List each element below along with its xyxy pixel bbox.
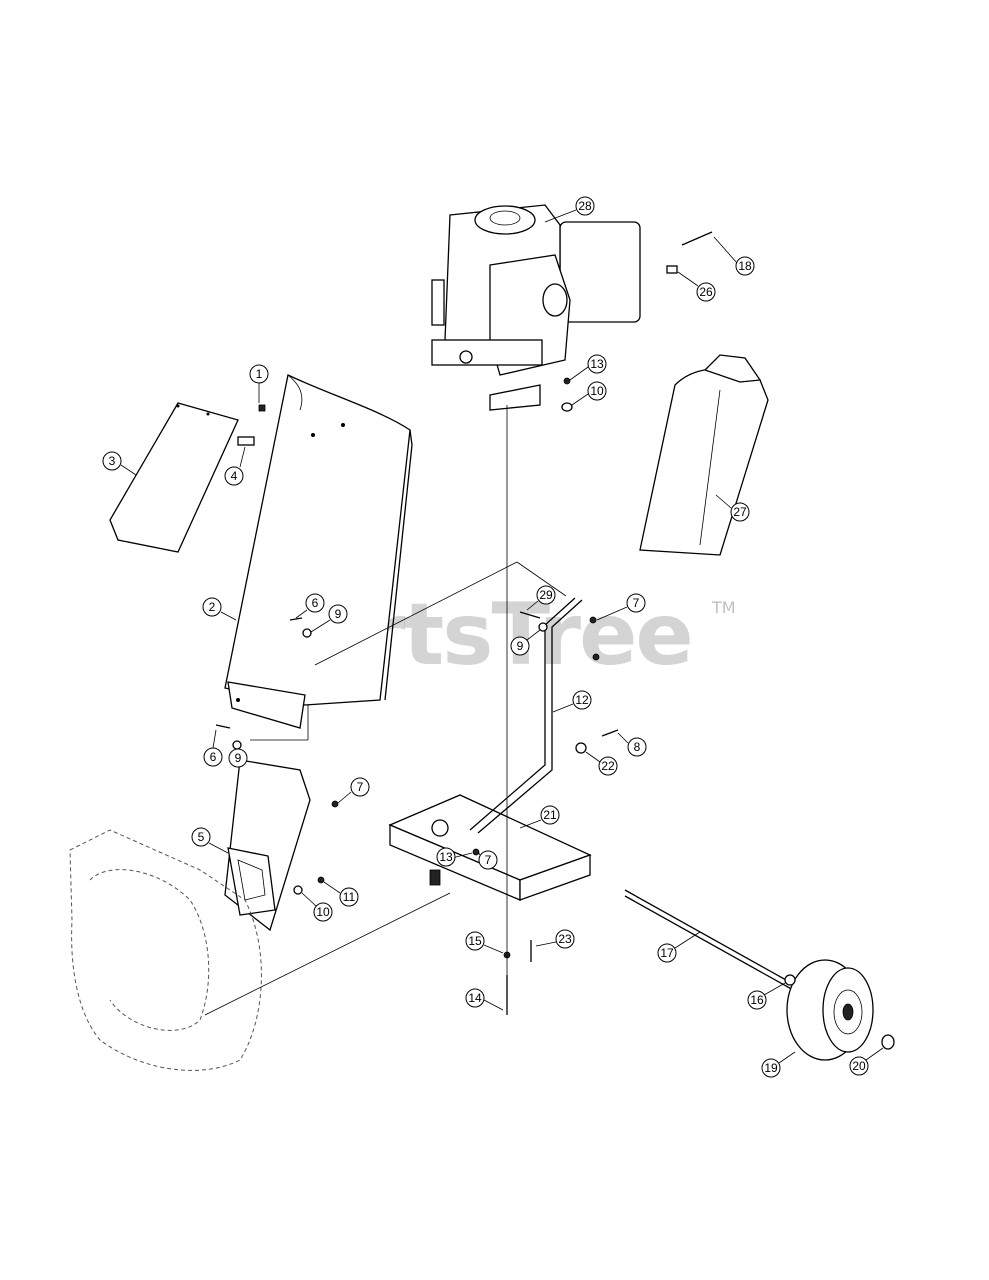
wheel	[786, 959, 874, 1061]
callout-12: 12	[552, 690, 592, 713]
callout-21: 21	[519, 805, 560, 829]
callout-10-lower: 10	[301, 892, 333, 922]
svg-text:12: 12	[575, 693, 589, 707]
svg-text:3: 3	[109, 454, 116, 468]
callout-7-chute: 7	[337, 777, 370, 804]
svg-text:26: 26	[699, 285, 713, 299]
svg-text:17: 17	[660, 946, 674, 960]
callout-6-lower: 6	[203, 729, 223, 767]
chipper-housing	[69, 829, 262, 1071]
svg-text:11: 11	[343, 890, 356, 904]
trademark-symbol: TM	[712, 598, 736, 617]
callout-26: 26	[677, 271, 716, 302]
svg-text:9: 9	[517, 639, 524, 653]
callout-13-base: 13	[436, 847, 473, 867]
callout-16: 16	[747, 982, 786, 1010]
callout-22: 22	[585, 751, 618, 776]
callout-23: 23	[535, 929, 575, 949]
svg-text:22: 22	[601, 759, 615, 773]
callout-4: 4	[224, 446, 246, 486]
svg-text:4: 4	[231, 469, 238, 483]
callout-8: 8	[617, 732, 647, 757]
svg-text:9: 9	[335, 607, 342, 621]
svg-text:9: 9	[235, 751, 242, 765]
callout-28: 28	[544, 196, 595, 223]
callout-1: 1	[249, 364, 269, 403]
hardware	[215, 231, 796, 1015]
chute-flap	[109, 402, 239, 553]
svg-text:10: 10	[316, 905, 330, 919]
svg-text:16: 16	[750, 993, 764, 1007]
callouts: 1 2 3 4 5 6 6 7 7 7 8 9 9 9 10 10 11 12 …	[102, 196, 884, 1078]
hopper	[639, 354, 769, 556]
svg-text:14: 14	[468, 991, 482, 1005]
callout-9-leg: 9	[510, 629, 541, 656]
svg-text:19: 19	[764, 1061, 778, 1075]
svg-text:13: 13	[590, 357, 604, 371]
svg-text:20: 20	[852, 1059, 866, 1073]
svg-text:2: 2	[209, 600, 216, 614]
callout-17: 17	[657, 931, 701, 963]
svg-text:5: 5	[198, 830, 205, 844]
callout-7-leg: 7	[596, 593, 646, 621]
callout-20: 20	[849, 1047, 884, 1076]
svg-text:29: 29	[539, 588, 553, 602]
callout-6-upper: 6	[295, 593, 325, 619]
lower-chute	[224, 759, 311, 932]
svg-text:28: 28	[578, 199, 592, 213]
chute	[224, 374, 413, 729]
hub-cap	[881, 1034, 895, 1050]
support-leg	[469, 597, 576, 831]
engine-base-frame	[388, 794, 592, 901]
svg-text:10: 10	[590, 384, 604, 398]
svg-text:7: 7	[485, 853, 492, 867]
callout-19: 19	[761, 1051, 796, 1078]
callout-5: 5	[191, 827, 229, 854]
callout-29: 29	[526, 585, 556, 611]
callout-2: 2	[202, 597, 237, 621]
callout-7-base: 7	[477, 850, 498, 870]
svg-text:15: 15	[468, 934, 482, 948]
callout-9-lower: 9	[228, 748, 248, 768]
svg-text:8: 8	[634, 740, 641, 754]
svg-text:6: 6	[210, 750, 217, 764]
callout-15: 15	[465, 931, 504, 954]
callout-11: 11	[323, 881, 359, 907]
svg-text:7: 7	[633, 596, 640, 610]
svg-text:1: 1	[256, 367, 263, 381]
callout-18: 18	[713, 236, 755, 276]
engine	[431, 204, 641, 411]
svg-text:6: 6	[312, 596, 319, 610]
svg-text:18: 18	[738, 259, 752, 273]
svg-text:21: 21	[543, 808, 557, 822]
axle	[624, 889, 796, 986]
callout-27: 27	[715, 494, 750, 522]
callout-9-chute: 9	[310, 604, 348, 633]
svg-text:23: 23	[558, 932, 572, 946]
callout-3: 3	[102, 451, 137, 476]
flap-bracket	[237, 436, 255, 446]
svg-text:13: 13	[439, 850, 453, 864]
svg-text:27: 27	[733, 505, 747, 519]
reference-lines	[204, 405, 567, 1016]
callout-13-engine: 13	[569, 354, 607, 381]
svg-text:7: 7	[357, 780, 364, 794]
callout-14: 14	[465, 988, 504, 1011]
callout-10-engine: 10	[571, 381, 607, 406]
